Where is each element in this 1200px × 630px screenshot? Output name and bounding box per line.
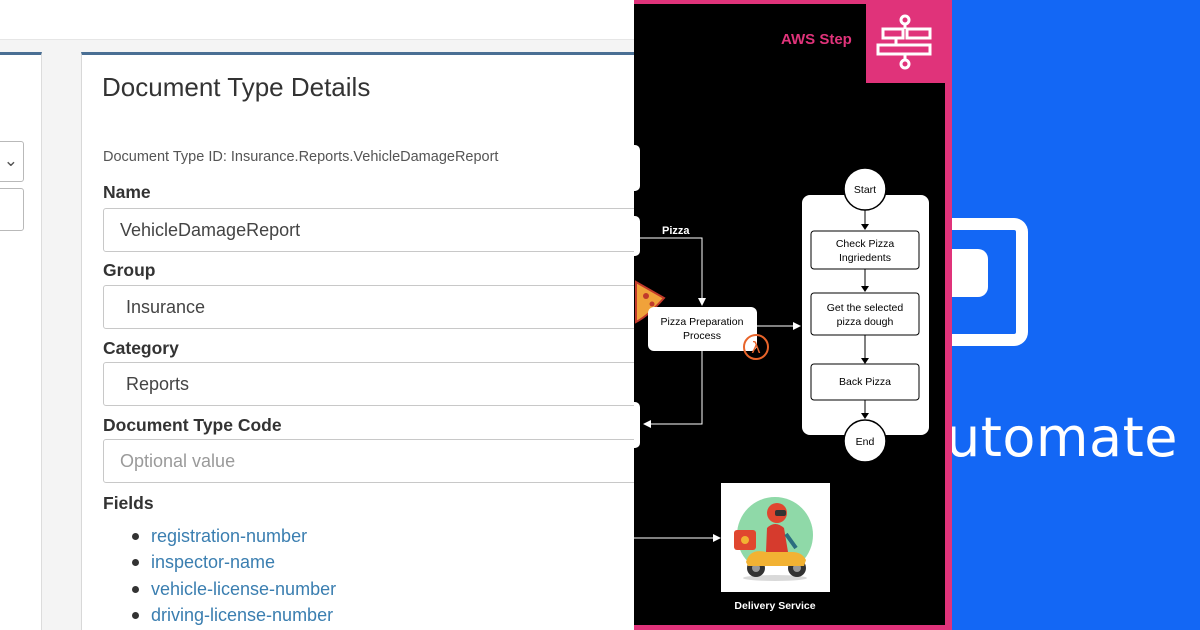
workflow-svg: AWS Step Pizza (634, 4, 945, 612)
document-type-code-label: Document Type Code (103, 415, 282, 435)
get-dough-state (810, 292, 920, 336)
list-item[interactable]: inspector-name (128, 549, 336, 575)
svg-text:λ: λ (751, 338, 760, 357)
category-label: Category (103, 338, 179, 358)
lambda-node-line-1: Pizza Preparation (661, 316, 744, 328)
bullet-icon (132, 533, 139, 540)
end-state (843, 419, 887, 463)
partial-dropdown[interactable]: ⌄ (0, 141, 24, 182)
partial-node (634, 145, 640, 191)
partial-node (634, 216, 640, 256)
product-wordmark: utomate (952, 406, 1179, 469)
check-pizza-line-1: Check Pizza (836, 238, 895, 250)
name-label: Name (103, 182, 151, 202)
lambda-icon: λ (743, 334, 769, 360)
group-select[interactable]: Insurance (103, 285, 634, 329)
field-link[interactable]: registration-number (151, 526, 308, 546)
edge-label: Pizza (662, 225, 690, 237)
bullet-icon (132, 559, 139, 567)
document-type-details-card: Document Type Details Document Type ID: … (81, 52, 634, 630)
partial-node (634, 402, 640, 448)
list-item[interactable]: vehicle-license-number (128, 576, 336, 602)
delivery-scooter-icon (734, 497, 813, 581)
back-pizza-label: Back Pizza (839, 376, 891, 388)
field-link[interactable]: inspector-name (151, 552, 276, 573)
end-label: End (856, 436, 875, 448)
name-field[interactable]: VehicleDamageReport (103, 208, 634, 252)
field-link[interactable]: vehicle-license-number (151, 578, 337, 599)
step-functions-diagram: AWS Step Pizza (634, 0, 952, 630)
chevron-down-icon: ⌄ (3, 151, 18, 171)
document-type-panel: ⌄ Document Type Details Document Type ID… (0, 0, 634, 630)
check-pizza-line-2: Ingriedents (839, 252, 891, 264)
list-item[interactable]: registration-number (128, 523, 336, 549)
page-title: Document Type Details (102, 72, 371, 102)
get-dough-line-2: pizza dough (837, 316, 894, 328)
bullet-icon (132, 611, 139, 619)
field-link[interactable]: driving-license-number (151, 604, 334, 625)
diagram-header: AWS Step (781, 31, 852, 48)
category-select[interactable]: Reports (103, 362, 634, 406)
power-automate-logo-icon (952, 218, 1028, 346)
top-bar (0, 0, 634, 40)
power-automate-banner: utomate (952, 0, 1200, 630)
fields-label: Fields (103, 493, 154, 513)
get-dough-line-1: Get the selected (827, 302, 904, 314)
lambda-node-line-2: Process (683, 330, 721, 342)
list-item[interactable]: driving-license-number (128, 602, 336, 628)
background-card (0, 52, 42, 630)
group-label: Group (103, 260, 156, 280)
step-functions-icon (866, 4, 945, 83)
document-type-code-field[interactable]: Optional value (103, 439, 634, 483)
lambda-process-node (648, 307, 757, 351)
delivery-label: Delivery Service (734, 600, 815, 612)
partial-input[interactable] (0, 188, 24, 231)
document-type-id: Document Type ID: Insurance.Reports.Vehi… (103, 149, 499, 165)
logo-inner-shape (952, 249, 988, 297)
fields-list: registration-number inspector-name vehic… (128, 523, 336, 628)
bullet-icon (132, 585, 139, 593)
start-label: Start (854, 184, 876, 196)
